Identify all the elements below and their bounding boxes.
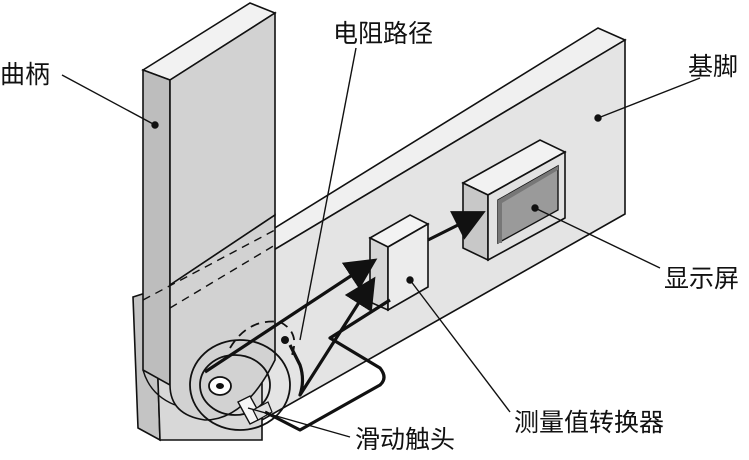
label-crank: 曲柄 [0, 60, 50, 89]
slider-contact [237, 395, 273, 425]
label-resistor-path: 电阻路径 [333, 19, 433, 48]
leader-lines [61, 47, 701, 438]
label-display: 显示屏 [664, 264, 739, 293]
signal-wires [204, 211, 486, 432]
crank-arm [141, 2, 277, 421]
label-converter: 测量值转换器 [514, 408, 664, 437]
label-base: 基脚 [688, 52, 738, 81]
display-unit [461, 139, 567, 262]
label-slider: 滑动触头 [355, 425, 455, 454]
